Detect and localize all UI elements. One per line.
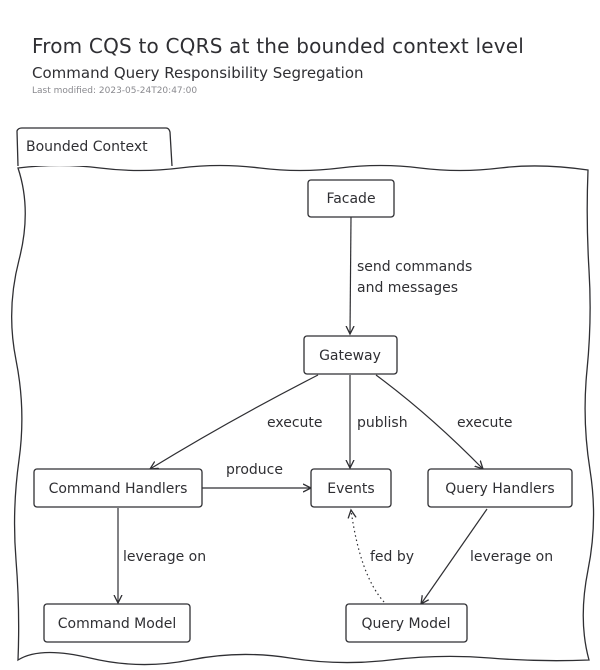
- edge-facade-gateway: [350, 216, 351, 334]
- edge-label-produce: produce: [226, 462, 283, 478]
- node-query-model-label: Query Model: [361, 616, 450, 632]
- edge-label-execute-right: execute: [457, 415, 513, 431]
- node-query-model: Query Model: [345, 603, 468, 643]
- bounded-context-frame: [11, 164, 595, 666]
- node-facade: Facade: [307, 179, 395, 218]
- node-command-handlers: Command Handlers: [33, 468, 203, 508]
- node-query-handlers: Query Handlers: [427, 468, 573, 508]
- edge-label-and-messages: and messages: [357, 280, 458, 296]
- bounded-context-tab: [16, 127, 173, 167]
- node-facade-label: Facade: [326, 191, 375, 207]
- node-gateway-label: Gateway: [319, 348, 381, 364]
- edge-gateway-query-handlers: [375, 374, 483, 469]
- edge-label-leverage-left: leverage on: [123, 549, 206, 565]
- last-modified: Last modified: 2023-05-24T20:47:00: [32, 86, 198, 96]
- node-query-handlers-label: Query Handlers: [445, 481, 554, 497]
- node-command-handlers-label: Command Handlers: [49, 481, 188, 497]
- edge-query-model-events: [351, 510, 385, 603]
- node-command-model-label: Command Model: [58, 616, 176, 632]
- node-events: Events: [310, 468, 392, 508]
- edge-label-fed-by: fed by: [370, 549, 414, 565]
- edge-label-leverage-right: leverage on: [470, 549, 553, 565]
- node-command-model: Command Model: [43, 603, 191, 643]
- page-subtitle: Command Query Responsibility Segregation: [32, 64, 364, 82]
- edge-gateway-command-handlers: [150, 374, 319, 469]
- node-gateway: Gateway: [303, 335, 398, 375]
- edge-label-publish: publish: [357, 415, 408, 431]
- node-events-label: Events: [327, 481, 374, 497]
- edge-query-handlers-query-model: [421, 508, 488, 604]
- bounded-context-label: Bounded Context: [26, 139, 148, 155]
- edge-label-send-commands: send commands: [357, 259, 472, 275]
- edge-label-execute-left: execute: [267, 415, 323, 431]
- page-title: From CQS to CQRS at the bounded context …: [32, 34, 525, 58]
